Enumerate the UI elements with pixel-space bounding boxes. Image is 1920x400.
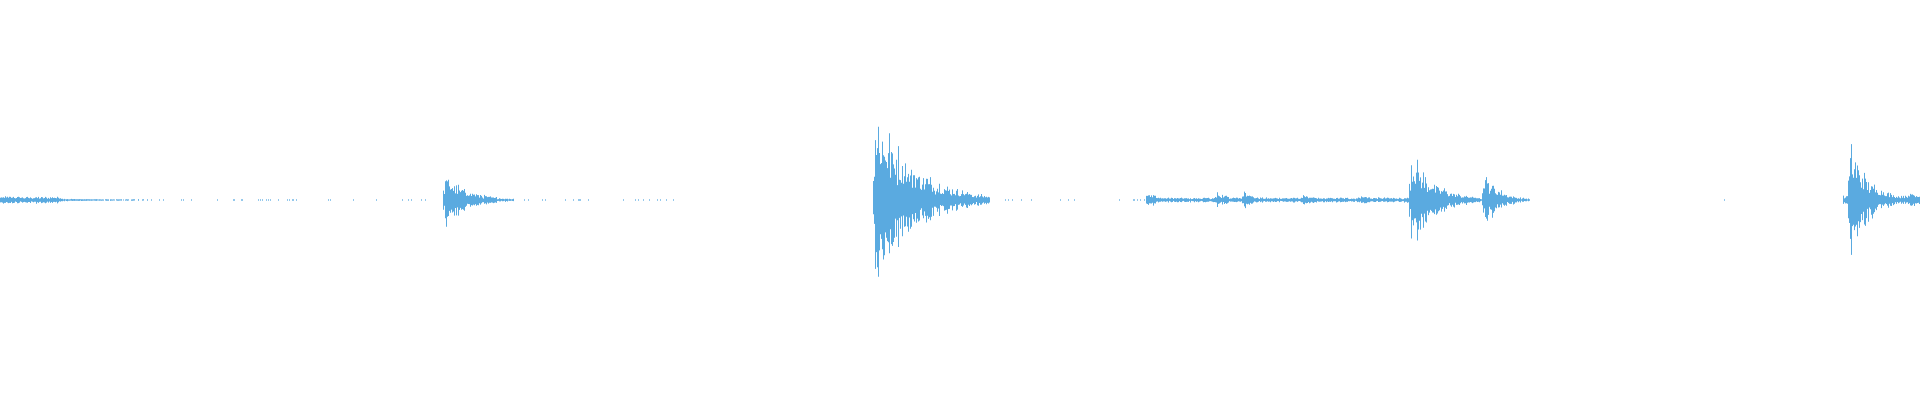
waveform-silence-noise <box>61 199 1725 201</box>
waveform-signal <box>0 126 1920 277</box>
